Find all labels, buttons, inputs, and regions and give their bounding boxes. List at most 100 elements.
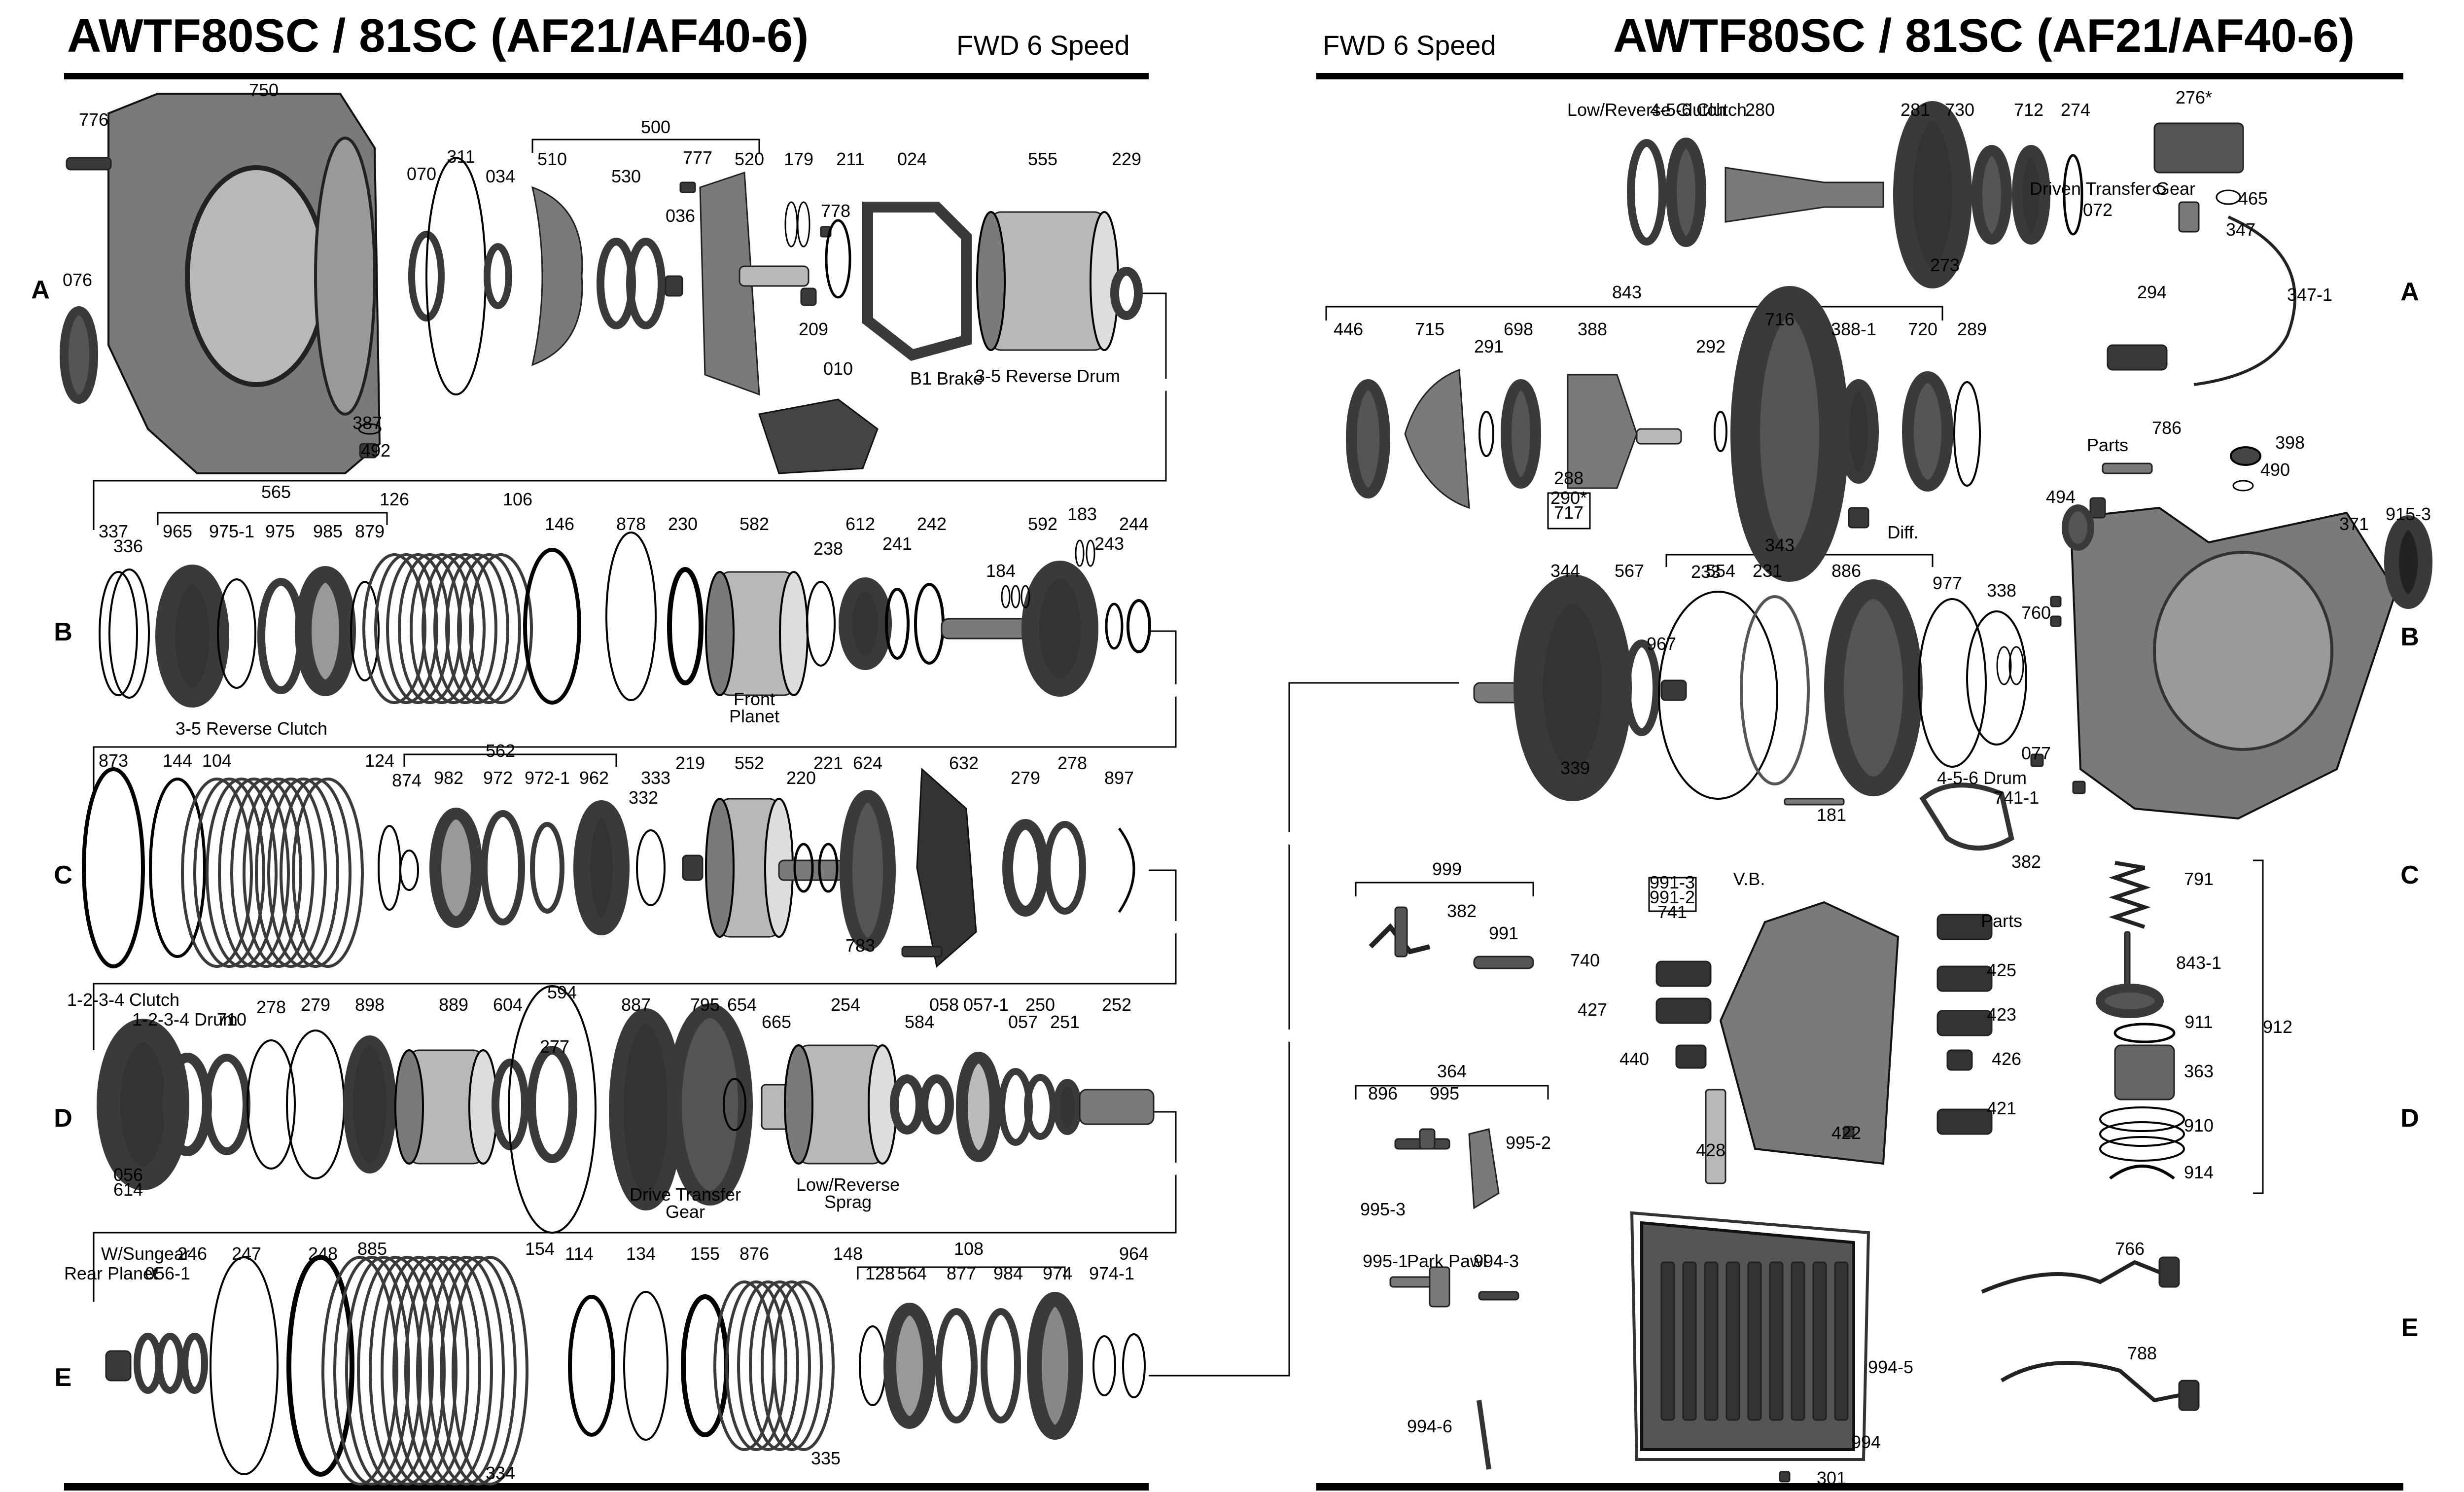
part-shape — [1086, 539, 1095, 567]
part-shape — [230, 778, 302, 968]
part-shape — [185, 165, 328, 387]
part-shape — [481, 810, 525, 925]
part-shape — [1784, 798, 1845, 806]
part-shape — [2230, 446, 2261, 466]
part-label: 231 — [1753, 561, 1782, 581]
part-label: 592 — [1028, 514, 1057, 534]
part-shape — [1705, 1089, 1726, 1184]
part-shape — [2062, 504, 2094, 551]
part-shape — [1893, 101, 1972, 288]
part-label: 500 — [641, 117, 670, 137]
valve-body — [1719, 901, 1900, 1165]
part-label: 795 — [690, 995, 720, 1015]
part-label: 962 — [579, 768, 609, 788]
part-shape — [1996, 646, 2012, 685]
part-shape — [1346, 379, 1390, 498]
part-shape — [705, 571, 735, 696]
part-label: 994-5 — [1868, 1357, 1913, 1377]
pan-gasket — [1630, 1211, 1870, 1461]
part-shape — [358, 423, 382, 435]
flow-arrowhead — [1282, 1030, 1296, 1042]
part-label: 398 — [2275, 432, 2305, 453]
part-shape — [280, 778, 352, 968]
pinion — [1725, 167, 1884, 223]
flow-arrowhead — [1159, 379, 1173, 391]
part-shape — [723, 1078, 746, 1131]
part-shape — [1660, 679, 1687, 701]
part-label: 717 — [1554, 502, 1584, 523]
part-label: 246 — [177, 1243, 207, 1264]
part-label: 274 — [2061, 100, 2090, 120]
row-label-right-e: E — [2401, 1314, 2419, 1342]
part-label: 778 — [821, 201, 850, 221]
part-shape — [343, 1035, 396, 1173]
part-label: 776 — [79, 109, 108, 130]
part-label: 278 — [1057, 753, 1087, 773]
part-shape — [1918, 598, 1987, 768]
part-shape — [793, 843, 814, 893]
part-shape — [210, 1256, 279, 1475]
part-shape — [1675, 1044, 1707, 1069]
part-shape — [404, 1256, 481, 1486]
part-shape — [725, 1280, 787, 1451]
part-label: 972-1 — [525, 768, 570, 788]
part-shape — [1843, 1126, 1855, 1137]
part-label: 843 — [1612, 282, 1642, 302]
part-label: 247 — [232, 1243, 261, 1264]
rule-bottom-left — [64, 1483, 1149, 1491]
part-label: 915-3 — [2386, 504, 2431, 524]
part-shape — [749, 1280, 811, 1451]
part-shape — [1714, 411, 1727, 452]
part-shape — [2050, 596, 2062, 607]
part-shape — [573, 800, 630, 935]
part-shape — [1730, 286, 1849, 582]
part-label: 612 — [845, 514, 875, 534]
part-shape — [2153, 551, 2333, 751]
part-shape — [286, 1255, 354, 1477]
part-shape — [381, 1256, 458, 1486]
part-shape — [1946, 1049, 1973, 1071]
part-shape — [1021, 585, 1030, 608]
part-shape — [667, 1003, 753, 1206]
part-label: 975 — [265, 521, 295, 541]
part-label: 238 — [813, 538, 843, 559]
part-label: 896 — [1368, 1083, 1398, 1103]
part-shape — [1478, 1291, 1519, 1301]
part-label: 720 — [1908, 319, 1937, 339]
part-label: 024 — [897, 149, 927, 169]
part-label: 278 — [256, 997, 286, 1017]
part-shape — [1501, 379, 1541, 489]
part-shape — [408, 231, 445, 321]
part-shape — [990, 211, 1105, 351]
part-label: 991-3 — [1650, 872, 1695, 892]
part-shape — [1092, 1335, 1116, 1396]
part-shape — [1747, 1261, 1762, 1421]
part-label: 985 — [313, 521, 343, 541]
part-label: 230 — [668, 514, 698, 534]
part-shape — [976, 211, 1006, 351]
part-label: 343 — [1765, 535, 1795, 555]
part-label: 336 — [113, 536, 143, 556]
rule-top-left — [64, 73, 1149, 79]
part-shape — [457, 553, 521, 704]
flow-arrowhead — [1169, 921, 1183, 934]
part-shape — [99, 571, 138, 696]
part-shape — [410, 553, 474, 704]
part-label: 337 — [99, 521, 128, 541]
part-shape — [1953, 381, 1981, 487]
left-title: AWTF80SC / 81SC (AF21/AF40-6) — [67, 9, 809, 62]
part-label: 276* — [2176, 87, 2212, 107]
part-label: 1-2-3-4 Clutch — [67, 990, 179, 1010]
part-shape — [1429, 1266, 1450, 1308]
part-label: 181 — [1817, 805, 1846, 825]
part-label: 984 — [993, 1263, 1023, 1283]
part-shape — [713, 1280, 775, 1451]
part-shape — [350, 581, 380, 681]
part-shape — [1812, 1261, 1827, 1421]
part-label: 108 — [954, 1239, 984, 1259]
part-shape — [1848, 507, 1869, 529]
part-label: 886 — [1831, 561, 1861, 581]
part-shape — [530, 822, 564, 914]
row-label-left-e: E — [54, 1363, 72, 1392]
part-shape — [2384, 515, 2432, 609]
